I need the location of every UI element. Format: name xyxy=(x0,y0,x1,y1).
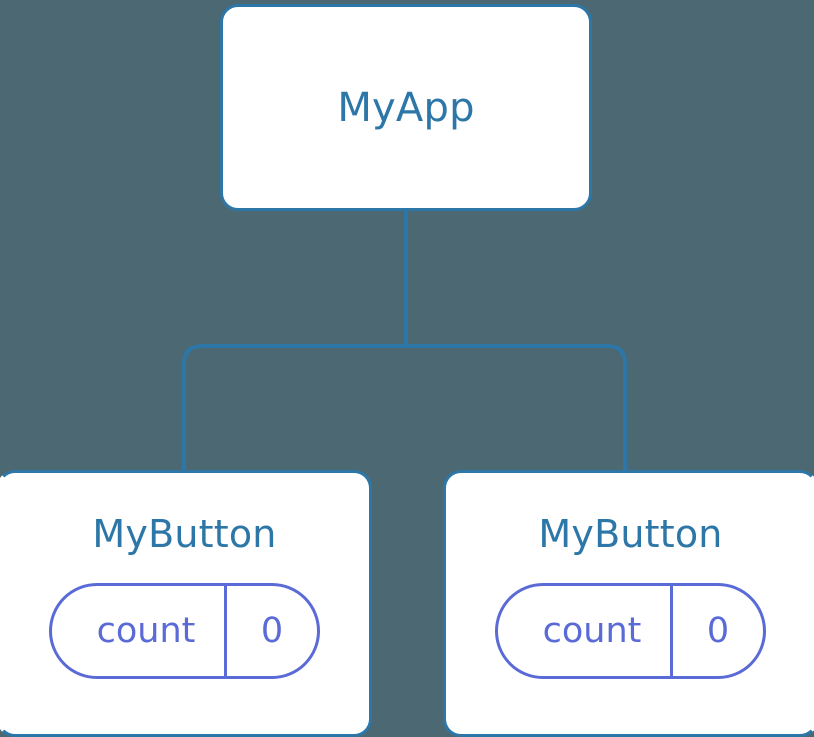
tree-node-child-1[interactable]: MyButton count 0 xyxy=(0,470,372,737)
state-divider xyxy=(670,586,673,676)
node-label: MyButton xyxy=(92,512,277,556)
state-key: count xyxy=(96,610,196,651)
state-pill[interactable]: count 0 xyxy=(495,583,766,679)
state-pill[interactable]: count 0 xyxy=(49,583,320,679)
tree-node-child-2[interactable]: MyButton count 0 xyxy=(443,470,814,737)
connector-to-right-child xyxy=(406,344,627,472)
node-label: MyApp xyxy=(337,84,475,131)
state-divider xyxy=(224,586,227,676)
node-label: MyButton xyxy=(538,512,723,556)
connector-to-left-child xyxy=(182,344,406,472)
tree-node-root[interactable]: MyApp xyxy=(220,4,592,211)
state-value: 0 xyxy=(706,610,730,651)
state-key: count xyxy=(542,610,642,651)
state-value: 0 xyxy=(260,610,284,651)
